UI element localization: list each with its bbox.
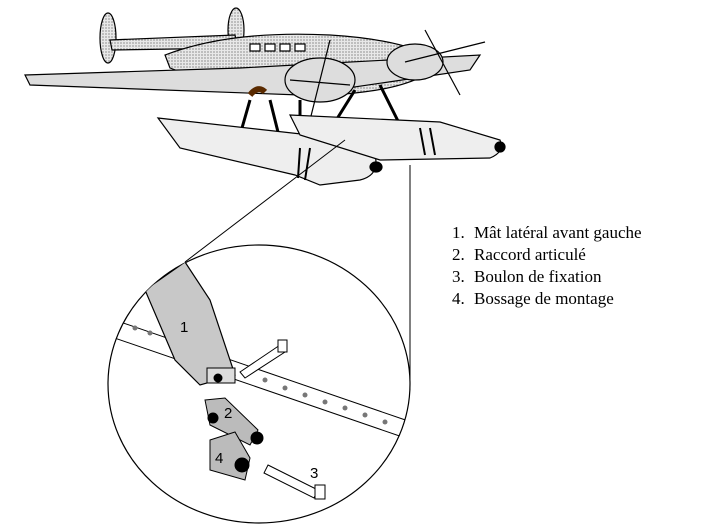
legend-text: Mât latéral avant gauche [474, 223, 642, 242]
parts-legend: 1. Mât latéral avant gauche 2. Raccord art… [452, 222, 642, 310]
legend-item: 1. Mât latéral avant gauche [452, 222, 642, 244]
callout-1: 1 [180, 319, 188, 336]
legend-item: 2. Raccord articulé [452, 244, 642, 266]
callout-4: 4 [215, 450, 223, 467]
detail-view [108, 261, 410, 500]
leader-lines [184, 139, 411, 390]
legend-item: 4. Bossage de montage [452, 288, 642, 310]
legend-item: 3. Boulon de fixation [452, 266, 642, 288]
legend-text: Bossage de montage [474, 289, 614, 308]
legend-text: Raccord articulé [474, 245, 586, 264]
legend-number: 3. [452, 267, 465, 286]
legend-number: 4. [452, 289, 465, 308]
seaplane [24, 7, 506, 186]
legend-number: 1. [452, 223, 465, 242]
legend-text: Boulon de fixation [474, 267, 602, 286]
callout-2: 2 [224, 405, 232, 422]
legend-number: 2. [452, 245, 465, 264]
callout-3: 3 [310, 465, 318, 482]
